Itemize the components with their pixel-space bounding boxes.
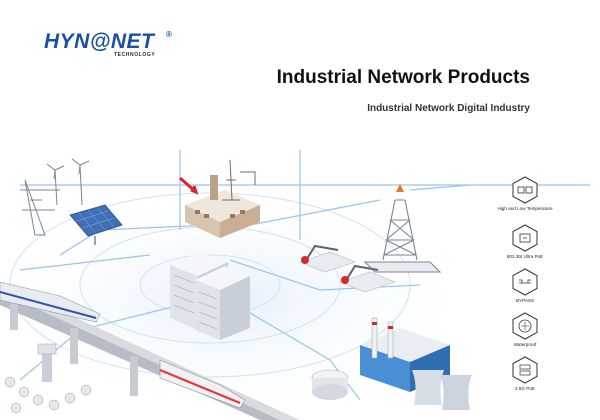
multigig-poe-icon [512,356,538,384]
feature-item: High and Low Temperature [480,176,570,211]
feature-item: 802.3bt Ultra PoE [480,224,570,259]
feature-item: BYPASS [480,268,570,303]
page-title: Industrial Network Products [276,67,530,88]
oil-pumpjacks [299,244,396,293]
feature-item: 2.5G PoE [480,356,570,391]
registered-mark: ® [166,30,172,39]
feature-item: Waterproof [480,312,570,347]
brand-name: HYN@NET [44,30,155,53]
brand-tagline: TECHNOLOGY [114,52,156,58]
solar-thermal-field [4,343,92,414]
feature-label: 2.5G PoE [515,386,535,391]
waterproof-icon [512,312,538,340]
poe-icon [512,224,538,252]
oil-derrick [363,184,442,273]
factory [179,159,260,238]
page-subtitle: Industrial Network Digital Industry [367,103,530,114]
feature-label: 802.3bt Ultra PoE [506,254,544,259]
wind-farm [20,158,90,236]
feature-label: High and Low Temperature [497,206,553,211]
power-plant [311,317,472,410]
feature-label: Waterproof [513,342,537,347]
server-racks [170,252,250,340]
brand-logo: HYN@NET ® TECHNOLOGY [44,30,174,60]
feature-label: BYPASS [515,298,535,303]
bypass-icon [512,268,538,296]
high-speed-train [0,281,246,409]
solar-panel [69,204,123,245]
temperature-range-icon [512,176,538,204]
